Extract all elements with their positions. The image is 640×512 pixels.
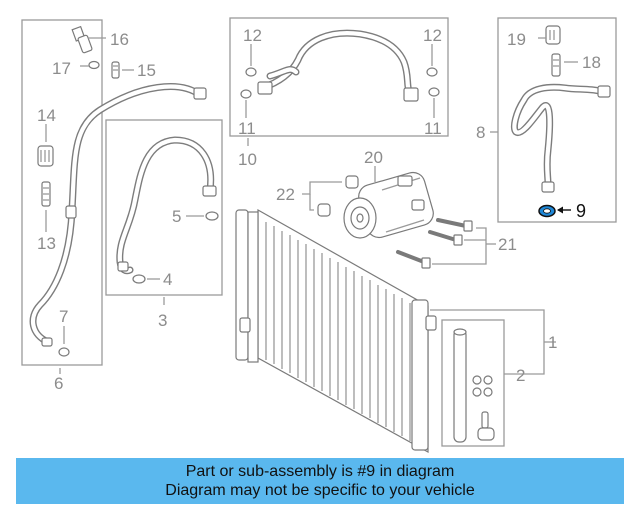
part-19-cap[interactable]: [545, 25, 561, 45]
panel-8: [490, 17, 617, 223]
label-17: 17: [52, 59, 71, 78]
part-18-valve[interactable]: [551, 53, 561, 77]
part-15-valve[interactable]: [111, 61, 120, 79]
label-11-left: 11: [238, 119, 256, 138]
label-18: 18: [582, 53, 601, 72]
label-12-left: 12: [243, 26, 262, 45]
label-11-right: 11: [424, 119, 442, 138]
panel-2: [430, 309, 556, 447]
part-2-seal-3[interactable]: [472, 387, 482, 397]
label-16: 16: [110, 30, 129, 49]
label-5: 5: [172, 207, 181, 226]
label-13: 13: [37, 234, 56, 253]
part-6-refrigerant-line[interactable]: [29, 83, 207, 347]
label-9: 9: [576, 201, 586, 221]
part-7-o-ring[interactable]: [58, 347, 70, 357]
part-11-o-ring-right[interactable]: [428, 87, 440, 97]
label-8: 8: [476, 123, 485, 142]
panel-6: [21, 19, 207, 374]
part-17-o-ring[interactable]: [88, 60, 100, 70]
part-9-o-ring[interactable]: [538, 204, 556, 218]
part-2-cap[interactable]: [477, 427, 495, 441]
label-6: 6: [54, 374, 63, 393]
part-2-seal-1[interactable]: [472, 375, 482, 385]
part-3-refrigerant-line[interactable]: [116, 136, 217, 275]
label-2: 2: [516, 366, 525, 385]
part-13-valve[interactable]: [41, 181, 51, 207]
part-12-o-ring-right[interactable]: [426, 67, 438, 77]
compressor-group: [302, 166, 496, 269]
label-14: 14: [37, 106, 56, 125]
label-15: 15: [137, 61, 156, 80]
label-20: 20: [364, 148, 383, 167]
part-2-seal-2[interactable]: [483, 375, 493, 385]
label-1: 1: [548, 333, 557, 352]
part-8-refrigerant-line[interactable]: [510, 83, 611, 193]
part-16-pressure-sensor[interactable]: [71, 25, 93, 54]
arrow-9-icon: [557, 206, 563, 214]
part-22-cap-upper[interactable]: [345, 175, 359, 189]
part-10-refrigerant-line[interactable]: [257, 29, 419, 102]
part-12-o-ring-left[interactable]: [245, 67, 257, 77]
label-10: 10: [238, 150, 257, 169]
part-2-drier-cartridge[interactable]: [453, 328, 467, 443]
label-12-right: 12: [423, 26, 442, 45]
label-22: 22: [276, 185, 295, 204]
banner-line-2: Diagram may not be specific to your vehi…: [165, 482, 475, 499]
label-4: 4: [163, 270, 172, 289]
panel-3: [105, 119, 223, 305]
label-7: 7: [59, 307, 68, 326]
label-21: 21: [498, 235, 517, 254]
panel-10: [229, 17, 449, 146]
part-20-compressor[interactable]: [343, 170, 436, 241]
callout-labels: 1 2 3 4 5 6 7 8 9 10 11 11 12 12 13 14 1…: [37, 26, 601, 393]
part-22-cap-lower[interactable]: [317, 203, 331, 217]
info-banner: Part or sub-assembly is #9 in diagram Di…: [16, 458, 624, 504]
label-3: 3: [158, 311, 167, 330]
banner-line-1: Part or sub-assembly is #9 in diagram: [185, 463, 455, 480]
part-4-o-ring[interactable]: [132, 274, 146, 284]
part-1-condenser[interactable]: [235, 208, 437, 454]
part-21-bolt-1[interactable]: [436, 218, 473, 232]
part-2-plug[interactable]: [481, 411, 489, 429]
part-2-seal-4[interactable]: [483, 387, 493, 397]
part-21-bolt-2[interactable]: [428, 230, 463, 246]
label-19: 19: [507, 30, 526, 49]
part-5-o-ring[interactable]: [205, 211, 219, 221]
part-21-bolt-3[interactable]: [396, 250, 431, 269]
part-11-o-ring-left[interactable]: [240, 89, 252, 99]
part-14-cap[interactable]: [37, 145, 54, 167]
